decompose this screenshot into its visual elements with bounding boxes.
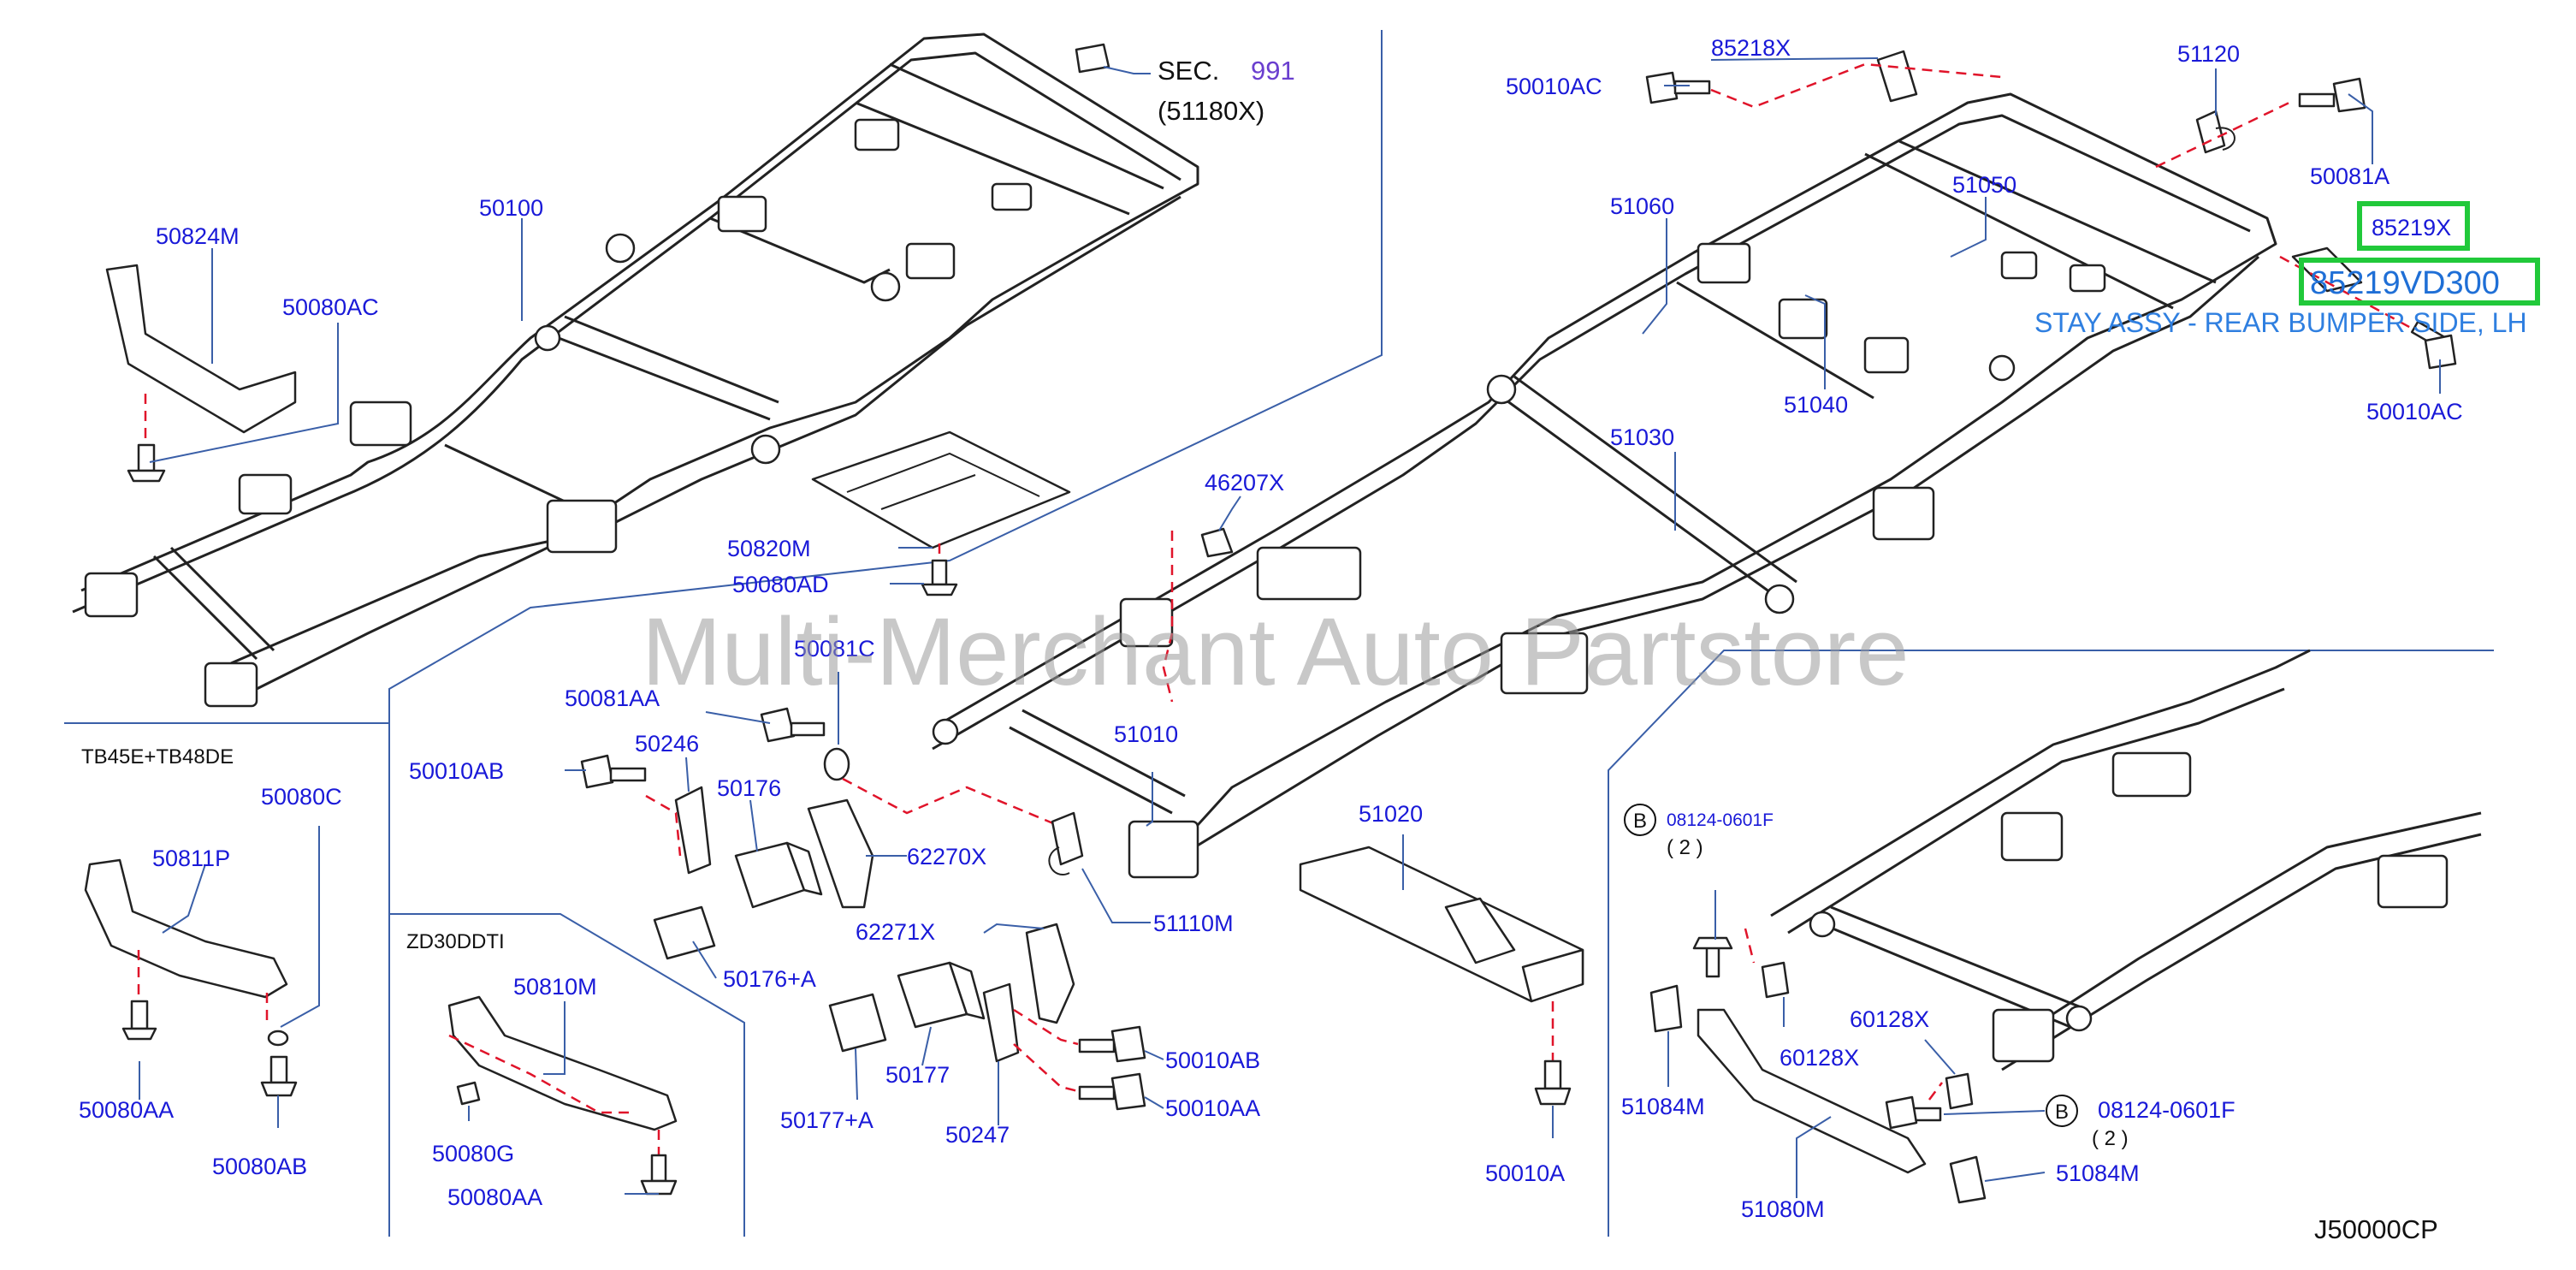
bracket-46207X (1162, 527, 1234, 703)
diagram-code: J50000CP (2314, 1214, 2438, 1244)
label-50010AC-right: 50010AC (2366, 399, 2463, 424)
label-50080AC: 50080AC (282, 294, 379, 320)
callout-qty: ( 2 ) (1667, 836, 1703, 859)
bracket-50810M (447, 995, 678, 1196)
label-50010AB-left: 50010AB (409, 758, 504, 784)
label-51010: 51010 (1114, 721, 1178, 747)
highlighted-part[interactable]: 85219X 85219VD300 STAY ASSY - REAR BUMPE… (2034, 201, 2540, 338)
plate-50824M (105, 264, 297, 483)
label-50100: 50100 (479, 195, 543, 221)
skid-plate-50820M (811, 430, 1071, 596)
label-50010A: 50010A (1485, 1160, 1565, 1186)
bolt-callout-bottom: B 08124-0601F ( 2 ) (2046, 1095, 2235, 1150)
label-50010AA-mid: 50010AA (1165, 1095, 1260, 1121)
section-dividers (64, 30, 2494, 1237)
callout-badge-b (2046, 1095, 2078, 1127)
crossmember-51020 (1299, 846, 1584, 1106)
label-50177A: 50177+A (780, 1107, 873, 1133)
label-50824M: 50824M (156, 223, 240, 249)
engine-group-zd: ZD30DDTI (406, 930, 505, 953)
label-50080AB: 50080AB (212, 1154, 307, 1179)
label-50081A: 50081A (2310, 163, 2389, 189)
label-62270X: 62270X (907, 844, 986, 869)
label-50247: 50247 (945, 1122, 1010, 1148)
rear-top-parts (1645, 50, 2457, 370)
frame-assembly-left (72, 33, 1199, 708)
label-51020: 51020 (1359, 801, 1423, 827)
label-51120: 51120 (2177, 41, 2240, 67)
mid-small-parts (580, 707, 1146, 1111)
callout-badge-letter: B (1633, 810, 1647, 833)
label-51110M: 51110M (1153, 911, 1234, 936)
section-ref-number: 991 (1251, 56, 1295, 86)
highlight-description: STAY ASSY - REAR BUMPER SIDE, LH (2034, 307, 2527, 338)
label-50080G: 50080G (432, 1141, 514, 1166)
label-50080C: 50080C (261, 784, 342, 810)
label-50810M: 50810M (513, 974, 597, 1000)
watermark: Multi-Merchant Auto Partstore (642, 598, 1909, 705)
callout-badge-b (1624, 804, 1656, 836)
label-51084M-a: 51084M (1621, 1094, 1705, 1119)
label-50177: 50177 (885, 1062, 950, 1088)
label-50010AC-top: 50010AC (1506, 74, 1602, 99)
label-50080AD: 50080AD (732, 572, 829, 597)
highlight-part-number[interactable]: 85219VD300 (2310, 265, 2500, 301)
label-51050: 51050 (1952, 172, 2016, 198)
label-51040: 51040 (1784, 392, 1848, 418)
label-50010AB-mid: 50010AB (1165, 1047, 1260, 1073)
section-ref-sub: (51180X) (1158, 96, 1264, 126)
label-50820M: 50820M (727, 536, 811, 561)
label-51060: 51060 (1610, 193, 1674, 219)
label-60128X-a: 60128X (1780, 1045, 1859, 1071)
bolt-callout-top: B 08124-0601F ( 2 ) (1624, 804, 1774, 859)
highlight-part-box (2299, 258, 2540, 306)
callout-part-number: 08124-0601F (2098, 1097, 2235, 1123)
label-60128X-b: 60128X (1850, 1006, 1929, 1032)
label-62271X: 62271X (856, 919, 935, 945)
callout-qty: ( 2 ) (2092, 1127, 2129, 1150)
frame-assembly-right (932, 92, 2277, 879)
label-50176A: 50176+A (723, 966, 816, 992)
callout-part-number: 08124-0601F (1667, 810, 1774, 830)
highlight-ref-label[interactable]: 85219X (2372, 215, 2451, 240)
label-46207X: 46207X (1205, 470, 1284, 496)
callout-badge-letter: B (2055, 1101, 2069, 1124)
label-50176: 50176 (717, 775, 781, 801)
label-50811P: 50811P (152, 846, 230, 871)
part-labels: 50100 50824M 50080AC 50820M 50080AD SEC.… (79, 35, 2463, 1222)
highlight-ref-box (2357, 201, 2470, 251)
section-ref-prefix: SEC. (1158, 56, 1219, 86)
label-50080AA-bottom: 50080AA (447, 1184, 542, 1210)
label-50246: 50246 (635, 731, 699, 757)
label-51084M-b: 51084M (2056, 1160, 2140, 1186)
engine-group-tb: TB45E+TB48DE (81, 745, 234, 769)
label-50081C: 50081C (794, 636, 875, 662)
leader-lines (139, 57, 2441, 1198)
label-51080M: 51080M (1741, 1196, 1825, 1222)
frame-detail-bottom-right (1649, 649, 2482, 1204)
label-85218X: 85218X (1711, 35, 1791, 61)
label-50081AA: 50081AA (565, 685, 660, 711)
label-51030: 51030 (1610, 424, 1674, 450)
label-50080AA-left: 50080AA (79, 1097, 174, 1123)
bracket-50811P (84, 858, 298, 1097)
section-note-icon (1075, 43, 1110, 74)
